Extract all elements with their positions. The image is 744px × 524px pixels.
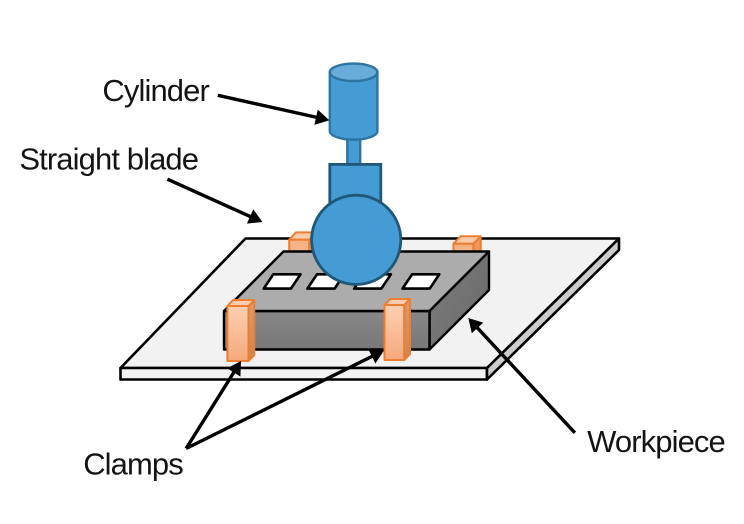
svg-text:Cylinder: Cylinder	[102, 73, 209, 108]
svg-text:Workpiece: Workpiece	[587, 424, 725, 459]
svg-text:Straight blade: Straight blade	[19, 141, 198, 176]
svg-text:Clamps: Clamps	[83, 447, 183, 482]
